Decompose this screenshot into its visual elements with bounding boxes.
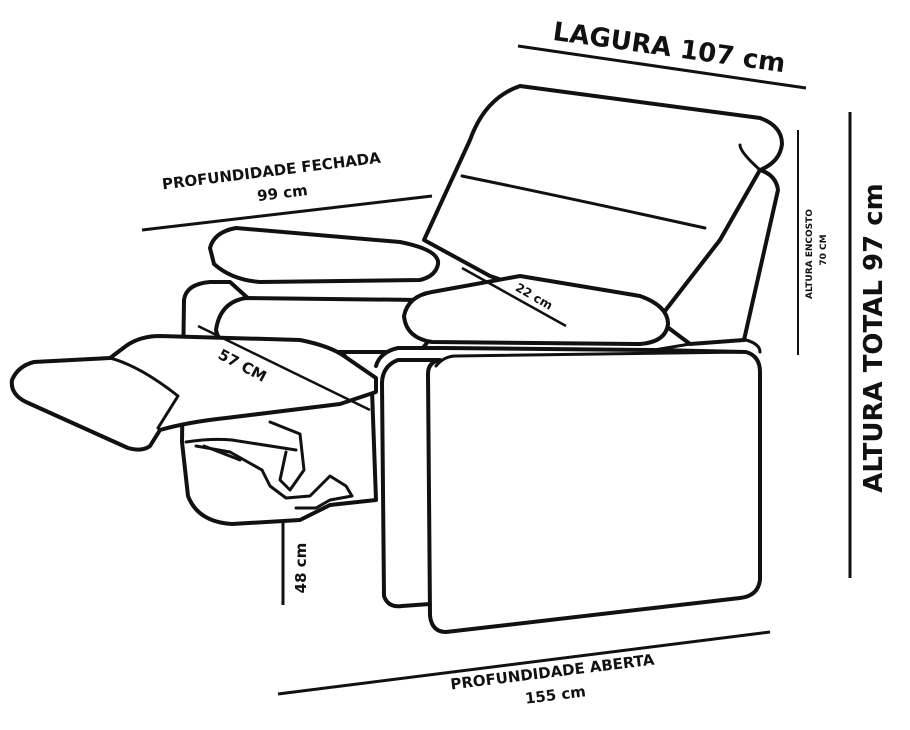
open-depth-dimension-line (277, 630, 771, 696)
total-height-label: ALTURA TOTAL 97 cm (859, 183, 889, 492)
seat-height-label: 48 cm (292, 543, 310, 594)
closed-depth-dimension-line (141, 194, 433, 232)
open-depth-value: 155 cm (524, 682, 587, 707)
closed-depth-value: 99 cm (256, 181, 308, 205)
arm-height-dimension-line (461, 266, 567, 328)
recliner-drawing (9, 84, 784, 634)
backrest-height-title: ALTURA ENCOSTO (805, 209, 815, 299)
footrest-length-dimension-line (197, 324, 371, 412)
width-dimension-line (517, 44, 807, 90)
width-label: LAGURA 107 cm (551, 17, 787, 79)
backrest-height-value: 70 CM (819, 234, 829, 265)
